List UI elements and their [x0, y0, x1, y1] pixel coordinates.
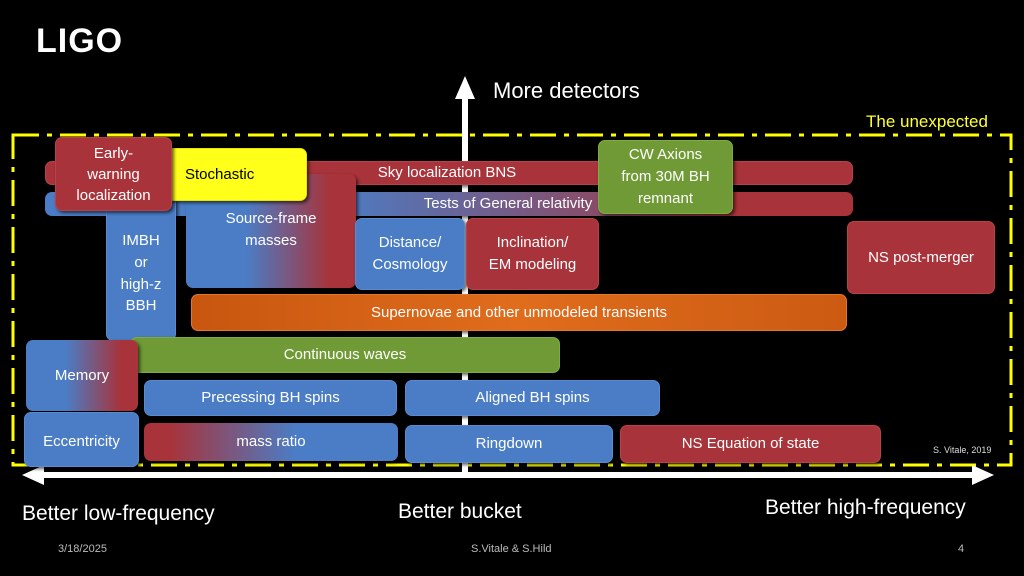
supernovae-bar: Supernovae and other unmodeled transient… — [191, 294, 847, 331]
eccentricity-box: Eccentricity — [24, 412, 139, 467]
ligo-logo: LIGO — [36, 22, 124, 60]
stochastic-box: Stochastic — [166, 148, 307, 201]
continuous-waves-bar: Continuous waves — [130, 337, 560, 373]
ns-eos-box: NS Equation of state — [620, 425, 881, 463]
low-frequency-label: Better low-frequency — [22, 502, 215, 525]
ringdown-box: Ringdown — [405, 425, 613, 463]
high-frequency-label: Better high-frequency — [765, 496, 966, 519]
bucket-label: Better bucket — [398, 500, 522, 523]
left-arrow-head — [22, 465, 44, 485]
credit-text: S. Vitale, 2019 — [933, 445, 992, 455]
up-arrow-head — [455, 76, 475, 99]
cw-axions-box: CW Axions from 30M BH remnant — [598, 140, 733, 214]
footer-page-number: 4 — [958, 543, 965, 555]
early-warning-box: Early- warning localization — [55, 137, 172, 211]
inclination-box: Inclination/ EM modeling — [466, 218, 599, 290]
precessing-spins-box: Precessing BH spins — [144, 380, 397, 416]
footer-date: 3/18/2025 — [58, 543, 107, 555]
memory-box: Memory — [26, 340, 138, 411]
mass-ratio-box: mass ratio — [144, 423, 398, 461]
distance-cosmology-box: Distance/ Cosmology — [355, 218, 465, 290]
imbh-box: IMBH or high-z BBH — [106, 196, 176, 341]
footer-authors: S.Vitale & S.Hild — [471, 543, 552, 555]
aligned-spins-box: Aligned BH spins — [405, 380, 660, 416]
right-arrow-head — [972, 465, 994, 485]
unexpected-label: The unexpected — [866, 112, 988, 131]
more-detectors-label: More detectors — [493, 78, 640, 103]
ns-post-merger-box: NS post-merger — [847, 221, 995, 294]
